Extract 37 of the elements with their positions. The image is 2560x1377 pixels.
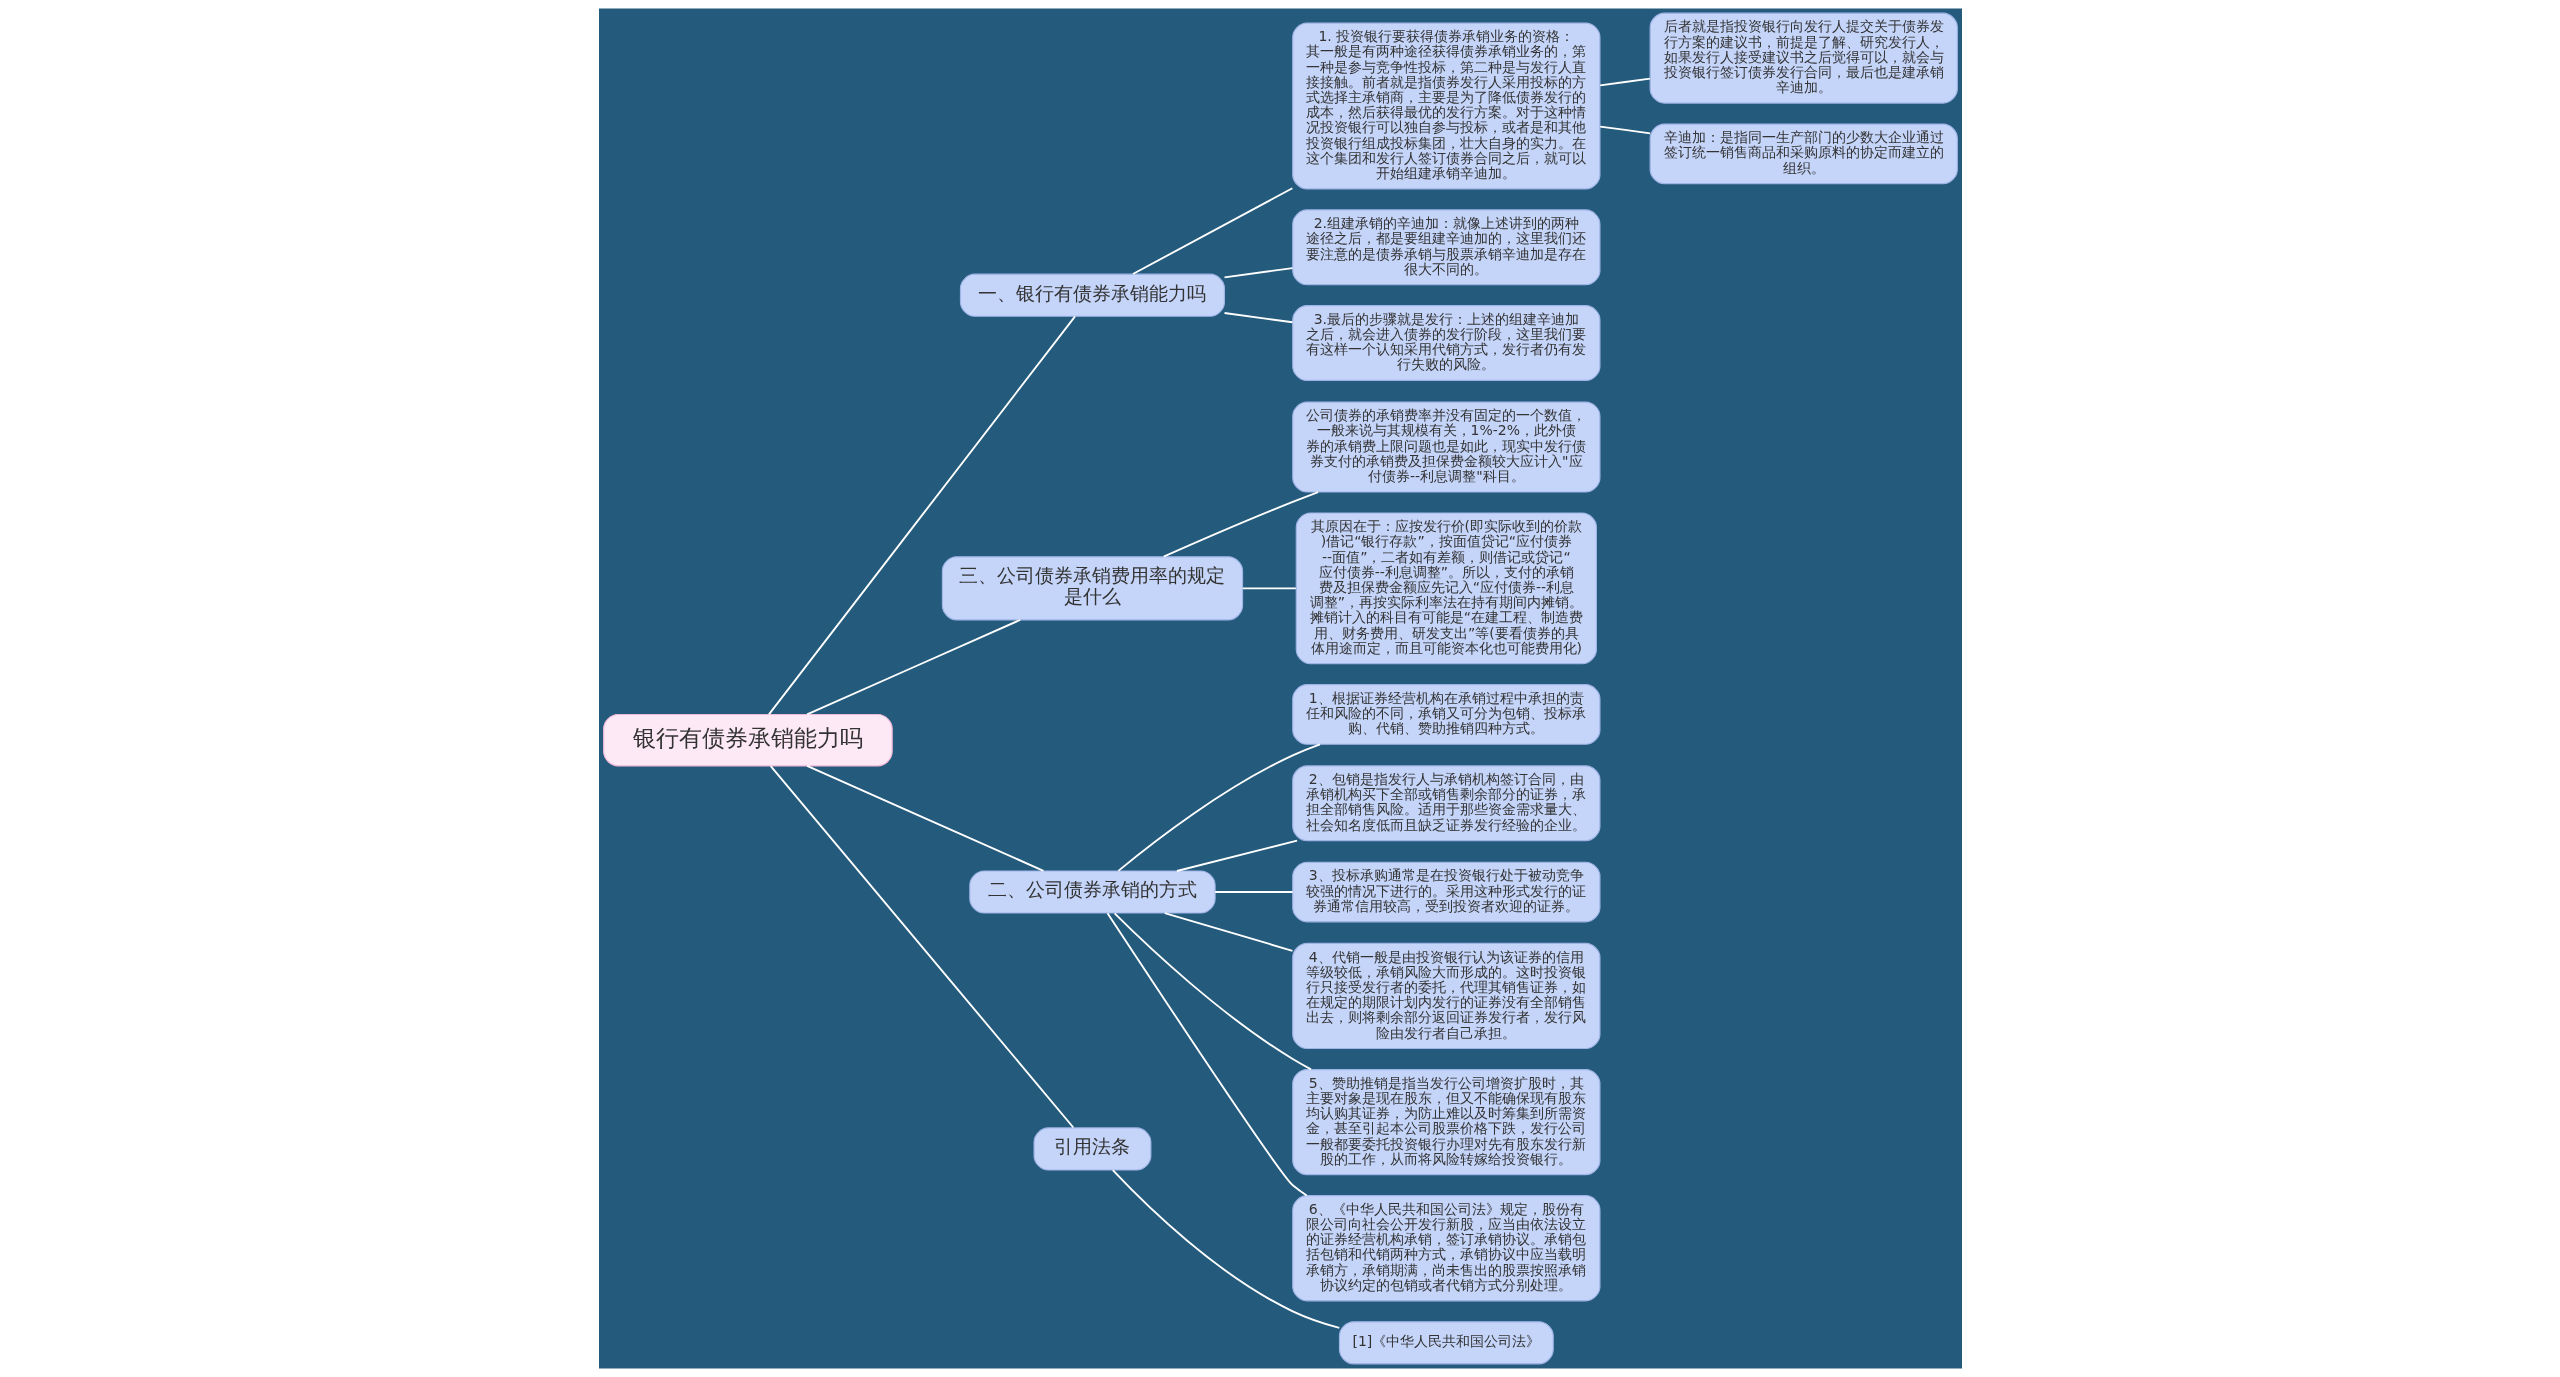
node-box: 引用法条 [1032,1127,1151,1171]
connector [805,765,1044,872]
node-box: 三、公司债券承销费用率的规定是什么 [941,556,1243,621]
node-box: 1、根据证券经营机构在承销过程中承担的责任和风险的不同，承销又可分为包销、投标承购、代销、赞助推销四种方式。 [1291,684,1600,745]
connector [1598,77,1651,87]
node-box: 4、代销一般是由投资银行认为该证券的信用等级较低，承销风险大而形成的。这时投资银行只接受发行者的委托，代理其销售证券，如在规定的期限计划内发行的证券没有全部销售出去，则将剩余部分返回证券发行者，发行风险由发行者自己承担。 [1291,942,1600,1050]
connector [769,765,1074,1129]
node-box: 公司债券的承销费率并没有固定的一个数值，一般来说与其规模有关，1%-2%，此外债券的承销费上限问题也是如此，现实中发行债券支付的承销费及担保费金额较大应计入"应付债券--利息调整"科目。 [1291,401,1600,493]
node-box: 后者就是指投资银行向发行人提交关于债券发行方案的建议书，前提是了解、研究发行人，如果发行人接受建议书之后觉得可以，就会与投资银行签订债券发行合同，最后也是建承销辛迪加。 [1649,12,1958,104]
node-box: 3、投标承购通常是在投资银行处于被动竞争较强的情况下进行的。采用这种形式发行的证券通常信用较高，受到投资者欢迎的证券。 [1291,861,1600,923]
connector [1213,891,1294,893]
connector [767,315,1076,716]
connector [1223,267,1293,279]
connector [1111,1169,1340,1329]
node-box: 2、包销是指发行人与承销机构签订合同，由承销机构买下全部或销售剩余部分的证券，承担全部销售风险。适用于那些资金需求量大、社会知名度低而且缺乏证券发行经验的企业。 [1291,765,1600,842]
node-box: 6、《中华人民共和国公司法》规定，股份有限公司向社会公开发行新股，应当由依法设立的证券经营机构承销，签订承销协议。承销包括包销和代销两种方式，承销协议中应当载明承销方，承销期满，尚未售出的股票按照承销协议约定的包销或者代销方式分别处理。 [1291,1195,1600,1302]
node-box: 1. 投资银行要获得债券承销业务的资格：其一般是有两种途径获得债券承销业务的，第一种是参与竞争性投标，第二种是与发行人直接接触。前者就是指债券发行人采用投标的方式选择主承销商，主要是为了降低债券发行的成本，然后获得最优的发行方案。对于这种情况投资银行可以独自参与投标，或者是和其他投资银行组成投标集团，壮大自身的实力。在这个集团和发行人签订债券合同之后，就可以开始组建承销辛迪加。 [1291,22,1600,190]
connector [1113,912,1312,1071]
node-box: 2.组建承销的辛迪加：就像上述讲到的两种途径之后，都是要组建辛迪加的，这里我们还要注意的是债券承销与股票承销辛迪加是存在很大不同的。 [1291,209,1600,286]
connector [1598,125,1651,135]
node-box: 5、赞助推销是指当发行公司增资扩股时，其主要对象是现在股东，但又不能确保现有股东均认购其证券，为防止难以及时筹集到所需资金，甚至引起本公司股票价格下跌，发行公司一般都要委托投资银行办理对先有股东发行新股的工作，从而将风险转嫁给投资银行。 [1291,1068,1600,1176]
node-box: 一、银行有债券承销能力吗 [959,273,1225,317]
node-box: 二、公司债券承销的方式 [968,870,1216,914]
connector [1131,187,1293,275]
connector [1241,587,1297,590]
node-box: 3.最后的步骤就是发行：上述的组建辛迪加之后，就会进入债券的发行阶段，这里我们要有这样一个认知采用代销方式，发行者仍有发行失败的风险。 [1291,305,1600,382]
connector [1175,839,1298,872]
connector [1162,491,1319,558]
connector [1223,312,1293,324]
node-box: 辛迪加：是指同一生产部门的少数大企业通过签订统一销售商品和采购原料的协定而建立的组织。 [1649,123,1958,185]
node-box: 银行有债券承销能力吗 [602,713,893,767]
node-box: [1]《中华人民共和国公司法》 [1338,1321,1554,1365]
connector [1106,912,1308,1197]
connector [805,618,1021,716]
connector [1116,743,1321,872]
connector [1163,912,1293,952]
node-box: 其原因在于：应按发行价(即实际收到的价款)借记“银行存款”，按面值贷记“应付债券--面值”，二者如有差额，则借记或贷记“应付债券--利息调整”。所以，支付的承销费及担保费金额应先记入“应付债券--利息调整”，再按实际利率法在持有期间内摊销。摊销计入的科目有可能是“在建工程、制造费用、财务费用、研发支出”等(要看债券的具体用途而定，而且可能资本化也可能费用化) [1295,512,1597,665]
